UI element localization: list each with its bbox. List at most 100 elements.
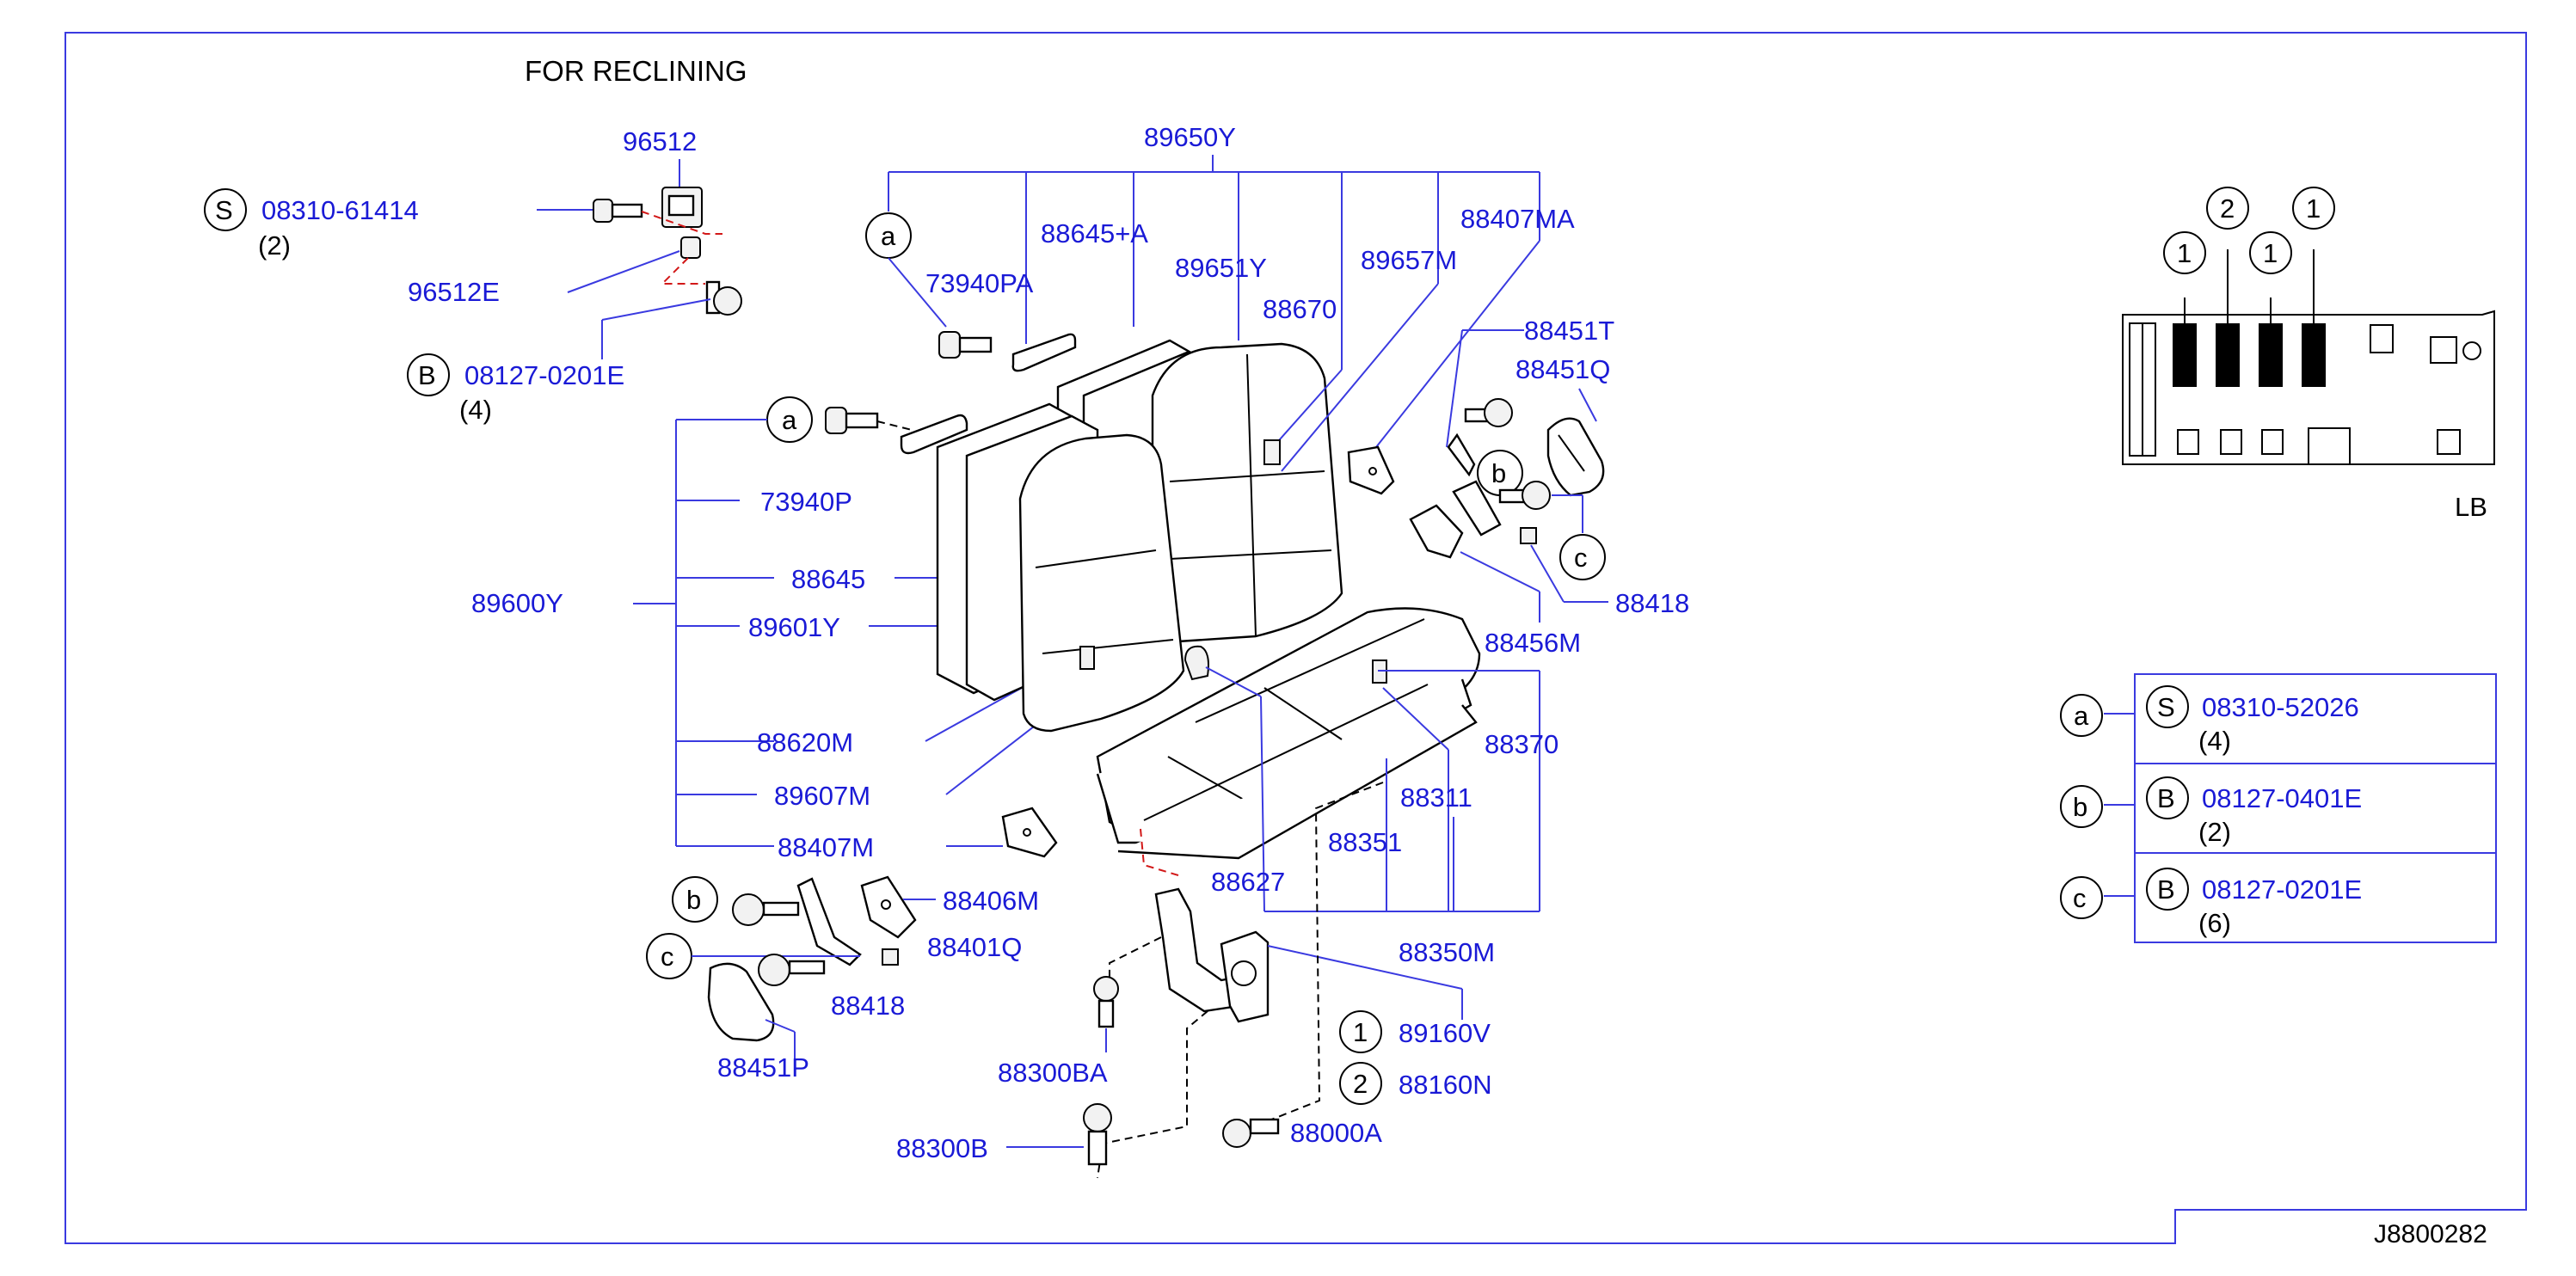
bolt-icon (705, 280, 742, 316)
part-label-89160V[interactable]: 89160V (1399, 1018, 1491, 1048)
svg-text:2: 2 (1353, 1069, 1368, 1099)
part-label-88401Q[interactable]: 88401Q (927, 932, 1022, 962)
clip-96512 (661, 187, 703, 228)
symbol-b-right: b (1477, 450, 1523, 496)
headrest-guide-73940P (900, 414, 968, 455)
retainer-96512E (680, 236, 701, 259)
part-label-88627[interactable]: 88627 (1211, 867, 1285, 897)
part-label-89651Y[interactable]: 89651Y (1175, 253, 1267, 283)
diagram-id: J8800282 (2374, 1220, 2487, 1248)
part-label-73940PA[interactable]: 73940PA (925, 268, 1034, 298)
part-label-88418-lower[interactable]: 88418 (831, 991, 905, 1021)
svg-text:2: 2 (2220, 193, 2235, 224)
recliner-lever-88401Q (796, 877, 862, 966)
callout-89600Y: 89600Y (471, 420, 774, 847)
svg-text:a: a (782, 405, 797, 435)
svg-text:(4): (4) (2198, 726, 2231, 756)
part-label-88350M[interactable]: 88350M (1399, 937, 1495, 967)
part-label-88000A[interactable]: 88000A (1290, 1118, 1382, 1148)
symbol-2: 2 (1339, 1062, 1382, 1105)
table-part-2[interactable]: 08127-0201E (2202, 874, 2362, 905)
frame-border (65, 32, 2527, 1244)
seat-locator-map (2122, 249, 2495, 465)
table-row: c B 08127-0201E (6) (2060, 868, 2362, 938)
part-label-89601Y[interactable]: 89601Y (748, 612, 840, 642)
svg-text:c: c (2073, 883, 2087, 913)
svg-text:(2): (2) (2198, 817, 2231, 847)
locator-callout-3: 1 (2249, 231, 2292, 274)
part-label-88670[interactable]: 88670 (1263, 294, 1337, 324)
part-label-88645[interactable]: 88645 (791, 564, 865, 594)
part-label-89657M[interactable]: 89657M (1361, 245, 1457, 275)
symbol-a-lower: a (766, 396, 813, 443)
bolt-icon (758, 954, 826, 986)
part-label-88645A[interactable]: 88645+A (1041, 218, 1148, 248)
part-label-88407MA[interactable]: 88407MA (1460, 204, 1575, 234)
table-part-1[interactable]: 08127-0401E (2202, 783, 2362, 813)
table-row: a S 08310-52026 (4) (2060, 685, 2359, 756)
table-row: b B 08127-0401E (2) (2060, 776, 2362, 847)
svg-text:c: c (661, 942, 674, 972)
part-label-96512[interactable]: 96512 (623, 126, 697, 156)
svg-text:1: 1 (2177, 238, 2192, 268)
bolt-icon (938, 331, 993, 359)
headrest-guide-73940PA (1011, 333, 1077, 372)
part-label-88406M[interactable]: 88406M (943, 886, 1039, 916)
svg-text:b: b (1491, 458, 1506, 488)
part-label-88351[interactable]: 88351 (1328, 827, 1402, 857)
qty-08310-61414: (2) (258, 230, 291, 261)
part-label-89600Y[interactable]: 89600Y (471, 588, 563, 618)
callout-88350M (1205, 666, 1540, 912)
fastener-table: a S 08310-52026 (4) b B 08127-0401E (2) … (2060, 673, 2497, 943)
part-label-88451Q[interactable]: 88451Q (1515, 354, 1610, 384)
bolt-88000A (1222, 1118, 1280, 1148)
part-label-88160N[interactable]: 88160N (1399, 1070, 1492, 1100)
svg-text:1: 1 (2306, 193, 2321, 224)
svg-text:a: a (881, 221, 896, 251)
part-label-08127-0201E[interactable]: 08127-0201E (464, 360, 624, 390)
knob-89607M (1079, 646, 1095, 670)
svg-text:1: 1 (1353, 1017, 1368, 1047)
svg-text:B: B (2157, 783, 2175, 813)
symbol-1: 1 (1339, 1010, 1382, 1053)
part-label-88300B[interactable]: 88300B (896, 1133, 988, 1163)
table-part-0[interactable]: 08310-52026 (2202, 692, 2359, 722)
part-label-88300BA[interactable]: 88300BA (998, 1058, 1108, 1088)
fastener-group-top-left: 96512 S 08310-61414 (2) 96512E B (204, 126, 742, 425)
part-label-88620M[interactable]: 88620M (757, 727, 853, 758)
part-label-88451T[interactable]: 88451T (1524, 316, 1614, 346)
svg-text:b: b (2073, 792, 2087, 822)
locator-callout-4: 1 (2292, 187, 2335, 230)
recliner-plate-88456M (1409, 504, 1464, 559)
part-label-73940P[interactable]: 73940P (760, 487, 852, 517)
recliner-cover-88451Q (1546, 417, 1605, 497)
part-label-88311[interactable]: 88311 (1400, 782, 1472, 813)
qty-08127-0201E: (4) (459, 395, 492, 425)
part-label-88370[interactable]: 88370 (1485, 729, 1559, 759)
part-label-88418-upper[interactable]: 88418 (1615, 588, 1689, 618)
svg-text:c: c (1574, 543, 1588, 573)
bracket-88407M (1001, 807, 1058, 858)
recliner-handle-88627 (1183, 645, 1209, 681)
bolt-icon (825, 407, 879, 434)
bolt-icon (1464, 398, 1513, 427)
part-label-08310-61414[interactable]: 08310-61414 (261, 195, 419, 225)
nut-88418 (1520, 527, 1537, 544)
part-label-88456M[interactable]: 88456M (1485, 628, 1581, 658)
part-label-88451P[interactable]: 88451P (717, 1052, 809, 1083)
part-label-89650Y[interactable]: 89650Y (1144, 122, 1236, 152)
diagram-title: FOR RECLINING (525, 55, 747, 87)
recliner-cover-88451P (707, 962, 775, 1042)
side-label: LB (2455, 492, 2487, 522)
symbol-s: S (204, 188, 247, 231)
seat-mount-bracket (1154, 887, 1270, 1023)
part-label-96512E[interactable]: 96512E (408, 277, 500, 307)
knob-88670 (1263, 439, 1281, 465)
part-label-89607M[interactable]: 89607M (774, 781, 870, 811)
seat-back-lower-assembly (936, 402, 1185, 733)
part-label-88407M[interactable]: 88407M (778, 832, 874, 862)
bolt-88300BA (1093, 976, 1119, 1028)
bracket-88407MA (1347, 445, 1395, 495)
symbol-b-lower: b (672, 876, 718, 923)
